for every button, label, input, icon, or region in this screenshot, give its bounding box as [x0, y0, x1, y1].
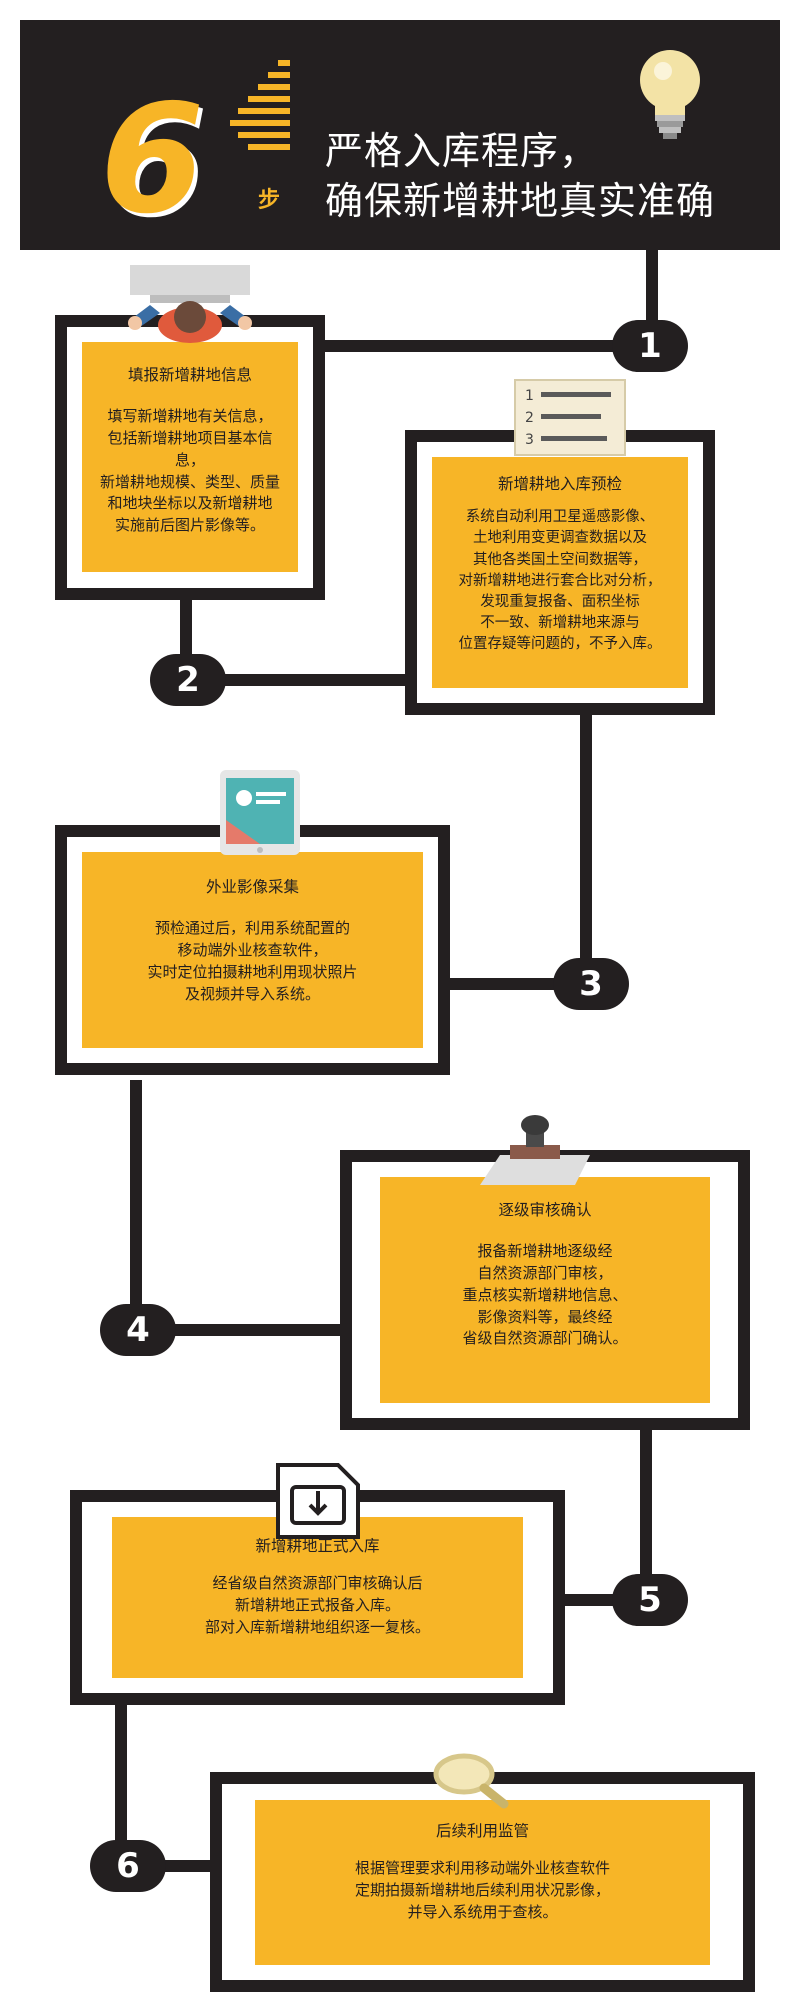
- step-6-body: 根据管理要求利用移动端外业核查软件 定期拍摄新增耕地后续利用状况影像， 并导入系…: [354, 1859, 610, 1921]
- checklist-icon: 1 2 3: [514, 379, 626, 456]
- step-5-badge: 5: [612, 1574, 688, 1626]
- step-1-card: 填报新增耕地信息 填写新增耕地有关信息， 包括新增耕地项目基本信息， 新增耕地规…: [82, 342, 298, 572]
- step-count-number: 6: [100, 73, 205, 247]
- step-5-title: 新增耕地正式入库: [255, 1537, 380, 1555]
- step-5-body: 经省级自然资源部门审核确认后 新增耕地正式报备入库。 部对入库新增耕地组织逐一复…: [204, 1574, 430, 1636]
- header-banner: 6 步 严格入库程序， 确保新增耕地真实准确: [20, 20, 780, 250]
- lightbulb-icon: [640, 50, 700, 139]
- step-2-body: 系统自动利用卫星遥感影像、 土地利用变更调查数据以及 其他各类国土空间数据等， …: [458, 509, 662, 652]
- header-title-line2: 确保新增耕地真实准确: [325, 179, 716, 223]
- step-4-badge: 4: [100, 1304, 176, 1356]
- connector-line: [646, 250, 658, 340]
- connector-line: [115, 1705, 127, 1865]
- step-6-card: 后续利用监管 根据管理要求利用移动端外业核查软件 定期拍摄新增耕地后续利用状况影…: [255, 1800, 710, 1965]
- header-title-line1: 严格入库程序，: [325, 129, 599, 173]
- step-2-card: 新增耕地入库预检 系统自动利用卫星遥感影像、 土地利用变更调查数据以及 其他各类…: [432, 457, 688, 688]
- connector-line: [325, 340, 655, 352]
- step-3-body: 预检通过后，利用系统配置的 移动端外业核查软件， 实时定位拍摄耕地利用现状照片 …: [147, 919, 358, 1003]
- svg-text:2: 2: [525, 410, 534, 426]
- speed-bars-icon: [230, 60, 290, 150]
- step-4-card: 逐级审核确认 报备新增耕地逐级经 自然资源部门审核， 重点核实新增耕地信息、 影…: [380, 1177, 710, 1403]
- step-3-title: 外业影像采集: [205, 878, 299, 896]
- magnifier-icon: [433, 1753, 509, 1809]
- step-3-card: 外业影像采集 预检通过后，利用系统配置的 移动端外业核查软件， 实时定位拍摄耕地…: [82, 852, 423, 1048]
- step-6-title: 后续利用监管: [435, 1822, 529, 1840]
- step-5-card: 新增耕地正式入库 经省级自然资源部门审核确认后 新增耕地正式报备入库。 部对入库…: [112, 1517, 523, 1678]
- step-2-title: 新增耕地入库预检: [497, 475, 622, 493]
- step-3-badge: 3: [553, 958, 629, 1010]
- step-4-title: 逐级审核确认: [498, 1201, 592, 1219]
- svg-text:1: 1: [525, 388, 534, 404]
- person-at-desk-icon: [128, 265, 252, 343]
- connector-line: [580, 715, 592, 985]
- stamp-icon: [480, 1115, 590, 1185]
- connector-line: [130, 1080, 142, 1330]
- step-1-body: 填写新增耕地有关信息， 包括新增耕地项目基本信息， 新增耕地规模、类型、质量 和…: [100, 407, 281, 535]
- step-1-title: 填报新增耕地信息: [127, 366, 252, 384]
- connector-line: [640, 1420, 652, 1600]
- svg-text:3: 3: [525, 432, 534, 448]
- step-6-badge: 6: [90, 1840, 166, 1892]
- step-2-badge: 2: [150, 654, 226, 706]
- connector-line: [180, 674, 420, 686]
- download-file-icon: [276, 1463, 360, 1539]
- step-4-body: 报备新增耕地逐级经 自然资源部门审核， 重点核实新增耕地信息、 影像资料等，最终…: [462, 1242, 628, 1348]
- step-char-label: 步: [258, 188, 281, 213]
- step-1-badge: 1: [612, 320, 688, 372]
- connector-line: [130, 1324, 350, 1336]
- tablet-icon: [220, 770, 300, 855]
